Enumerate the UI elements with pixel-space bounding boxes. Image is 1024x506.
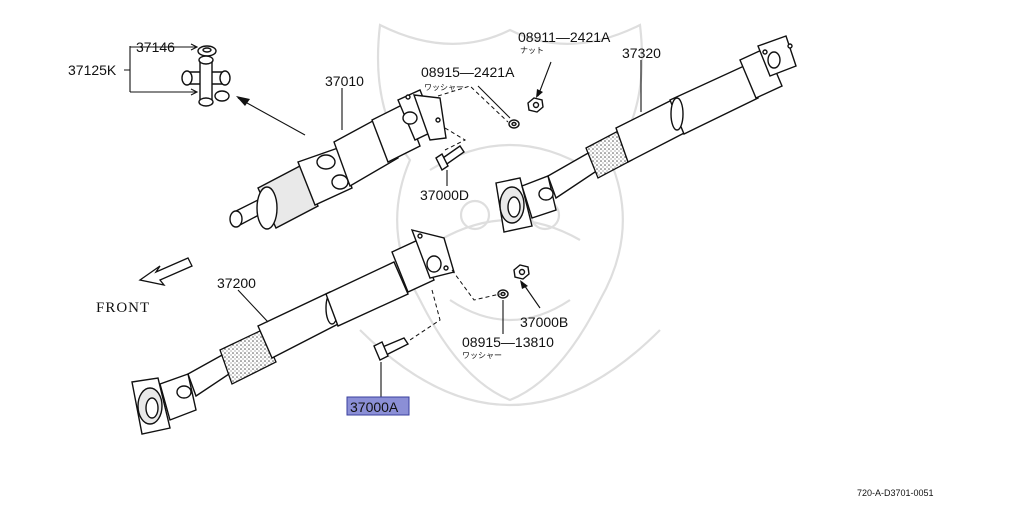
bolt-37000d[interactable] <box>435 145 465 172</box>
label-37146: 37146 <box>136 39 175 55</box>
leader-08911-2421a <box>537 61 552 97</box>
front-label: FRONT <box>96 300 150 316</box>
washer-08915-13810[interactable] <box>497 289 509 299</box>
washer-08915-2421a[interactable] <box>508 119 520 129</box>
leader-08915-2421a <box>477 85 511 119</box>
leader-37200 <box>237 289 269 323</box>
front-propeller-shaft[interactable] <box>229 89 447 230</box>
label-37000d: 37000D <box>420 187 469 203</box>
center-propeller-shaft[interactable] <box>131 228 455 435</box>
nut-37000b[interactable] <box>513 264 530 280</box>
label-08911-2421a: 08911—2421A <box>518 29 611 45</box>
label-37000b: 37000B <box>520 314 568 330</box>
arrow-08911-2421a <box>536 89 543 98</box>
front-direction-arrow <box>138 257 193 287</box>
detail-arrow <box>236 96 306 136</box>
rear-propeller-shaft[interactable] <box>495 35 797 233</box>
label-37125k: 37125K <box>68 62 117 78</box>
arrow-37000b <box>520 280 528 289</box>
highlight-37000a[interactable] <box>346 396 410 416</box>
dash-37000d <box>444 127 467 151</box>
label-37200: 37200 <box>217 275 256 291</box>
dash-08915-13810 <box>451 269 501 301</box>
reference-code: 720-A-D3701-0051 <box>857 488 934 498</box>
kana-08911-2421a: ナット <box>520 46 544 55</box>
label-37320: 37320 <box>622 45 661 61</box>
nut-08911-2421a[interactable] <box>527 97 544 113</box>
kana-08915-2421a: ワッシャー <box>424 83 464 92</box>
label-37000a: 37000A <box>350 399 399 415</box>
label-37010: 37010 <box>325 73 364 89</box>
label-08915-2421a: 08915—2421A <box>421 64 515 80</box>
label-08915-13810: 08915—13810 <box>462 334 554 350</box>
callout-37125k <box>124 43 199 96</box>
universal-joint-kit[interactable] <box>181 45 231 107</box>
kana-08915-13810: ワッシャー <box>462 351 502 360</box>
dash-37000a <box>409 289 441 341</box>
bolt-37000a[interactable] <box>373 337 410 361</box>
